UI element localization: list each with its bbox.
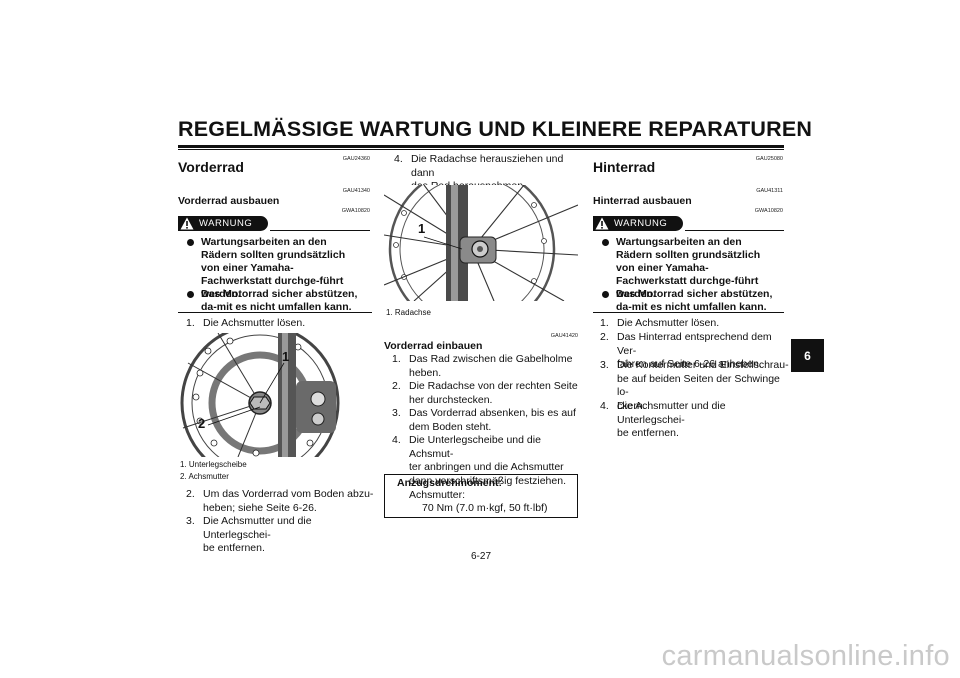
section-heading-vorderrad: Vorderrad bbox=[178, 159, 244, 175]
torque-spec-box: Anzugsdrehmoment: Achsmutter: 70 Nm (7.0… bbox=[384, 474, 578, 518]
page-number: 6-27 bbox=[470, 551, 491, 562]
warning-bullet: Das Motorrad sicher abstützen, da-mit es… bbox=[602, 288, 787, 316]
step-item: 3. Die Achsmutter und die Unterlegschei-… bbox=[186, 515, 312, 554]
photo-front-wheel-axle-nut: 1 2 bbox=[178, 333, 372, 457]
step-item: 3. Die Kontermutter und Einstellschrau-b… bbox=[600, 359, 789, 412]
step-item: 1.Die Achsmutter lösen. bbox=[186, 317, 306, 329]
step-item: 4. Die Radachse herausziehen und danndas… bbox=[394, 153, 564, 192]
step-item: 4. Die Unterlegscheibe und die Achsmut-t… bbox=[392, 434, 566, 487]
warning-triangle-icon bbox=[595, 217, 609, 230]
subheading-vorderrad-ausbauen: Vorderrad ausbauen bbox=[178, 195, 280, 207]
header-rule-thin bbox=[178, 149, 784, 150]
header-rule bbox=[178, 145, 784, 148]
warning-label: WARNUNG bbox=[199, 218, 253, 229]
warning-badge: WARNUNG bbox=[593, 216, 683, 231]
bullet-dot-icon bbox=[187, 239, 194, 246]
step-item: 4. Die Achsmutter und die Unterlegschei-… bbox=[600, 400, 726, 439]
caption: 1. Radachse bbox=[386, 308, 431, 317]
warning-label: WARNUNG bbox=[614, 218, 668, 229]
page-title: REGELMÄSSIGE WARTUNG UND KLEINERE REPARA… bbox=[178, 117, 813, 141]
section-heading-hinterrad: Hinterrad bbox=[593, 159, 656, 175]
torque-value: 70 Nm (7.0 m·kgf, 50 ft·lbf) bbox=[422, 502, 548, 514]
caption: 1. Unterlegscheibe bbox=[180, 460, 247, 469]
doc-code: GWA10820 bbox=[341, 208, 370, 214]
watermark: carmanualsonline.info bbox=[661, 640, 950, 672]
caption: 2. Achsmutter bbox=[180, 472, 229, 481]
chapter-tab: 6 bbox=[791, 339, 824, 372]
callout-label: 2 bbox=[198, 416, 206, 431]
callout-label: 1 bbox=[282, 349, 290, 364]
warning-triangle-icon bbox=[180, 217, 194, 230]
bullet-dot-icon bbox=[187, 291, 194, 298]
warning-rule bbox=[685, 230, 784, 231]
warning-badge: WARNUNG bbox=[178, 216, 268, 231]
torque-item: Achsmutter: bbox=[409, 489, 466, 501]
warning-bullet: Das Motorrad sicher abstützen, da-mit es… bbox=[187, 288, 372, 316]
subheading-hinterrad-ausbauen: Hinterrad ausbauen bbox=[593, 195, 692, 207]
callout-label: 1 bbox=[418, 221, 426, 236]
step-item: 2. Um das Vorderrad vom Boden abzu-heben… bbox=[186, 488, 374, 514]
doc-code: GAU24360 bbox=[342, 156, 370, 162]
photo-front-axle: 1 bbox=[384, 185, 578, 301]
warning-bullet: Wartungsarbeiten an den Rädern sollten g… bbox=[602, 236, 787, 300]
doc-code: GWA10820 bbox=[754, 208, 783, 214]
warning-bullet: Wartungsarbeiten an den Rädern sollten g… bbox=[187, 236, 372, 300]
doc-code: GAU41340 bbox=[342, 188, 370, 194]
doc-code: GAU41311 bbox=[756, 188, 783, 194]
step-item: 2. Das Hinterrad entsprechend dem Ver-fa… bbox=[600, 331, 772, 370]
warning-end-rule bbox=[593, 312, 784, 313]
bullet-dot-icon bbox=[602, 291, 609, 298]
bullet-dot-icon bbox=[602, 239, 609, 246]
warning-end-rule bbox=[178, 312, 372, 313]
doc-code: GAU25080 bbox=[755, 156, 783, 162]
torque-title: Anzugsdrehmoment: bbox=[397, 477, 502, 489]
step-item: 1. Die Achsmutter lösen. bbox=[600, 317, 720, 329]
warning-rule bbox=[270, 230, 370, 231]
doc-code: GAU41420 bbox=[550, 333, 578, 339]
subheading-vorderrad-einbauen: Vorderrad einbauen bbox=[384, 340, 483, 352]
